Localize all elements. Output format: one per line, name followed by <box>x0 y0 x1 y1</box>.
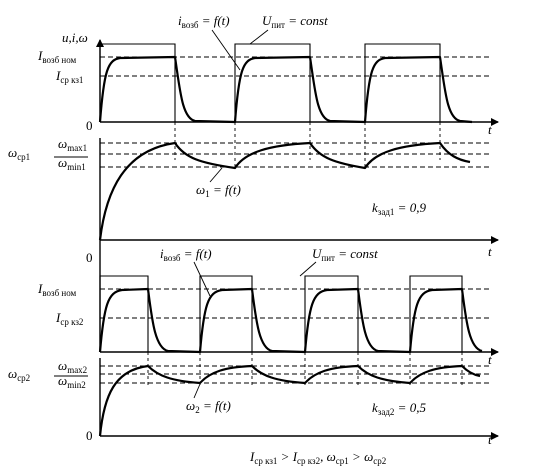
bottom-relation: Iср кз1 > Iср кз2, ωср1 > ωср2 <box>249 449 386 466</box>
panel1-i-nom-label: Iвозб ном <box>37 48 77 65</box>
panel4-t-label: t <box>488 432 492 447</box>
panel2-origin: 0 <box>86 250 93 265</box>
panel1-y-axis-label: u,i,ω <box>62 30 88 45</box>
panel2-t-label: t <box>488 244 492 259</box>
panel1-i-sr-label: Iср кз1 <box>55 68 83 85</box>
panel4-origin: 0 <box>86 428 93 443</box>
panel2-speed: t 0 ωmax1 ωmin1 ωср1 ω1 = f(t) kзад1 = 0… <box>8 122 499 265</box>
panel2-omega-sr-label: ωср1 <box>8 145 30 162</box>
panel4-speed: t 0 ωmax2 ωmin2 ωср2 ω2 = f(t) kзад2 = 0… <box>8 352 499 447</box>
panel3-current-curve <box>98 287 483 354</box>
panel3-i-nom-label: Iвозб ном <box>37 281 77 298</box>
panel3-current: t Iвозб ном Iср кз2 iвозб = f(t) Uпит = … <box>37 240 499 367</box>
panel1-current-curve <box>98 55 473 124</box>
panel1-supply-pulses <box>99 43 441 122</box>
panel3-i-vozb-leader <box>193 261 211 297</box>
panel3-u-pit-label: Uпит = const <box>312 246 378 263</box>
panel4-speed-curve <box>98 364 481 437</box>
panel4-k-label: kзад2 = 0,5 <box>372 400 426 417</box>
panel2-omega-f-leader <box>209 167 223 183</box>
panel4-omega-min-label: ωmin2 <box>58 373 86 390</box>
panel1-origin: 0 <box>86 118 93 133</box>
panel3-t-label: t <box>488 352 492 367</box>
panel4-omega-f-leader <box>193 383 201 399</box>
panel1-u-pit-leader <box>249 29 269 45</box>
panel2-speed-curve <box>98 141 471 241</box>
panel3-supply-pulses <box>99 275 463 352</box>
panel2-k-label: kзад1 = 0,9 <box>372 200 426 217</box>
panel4-omega-f-label: ω2 = f(t) <box>186 398 231 415</box>
panel2-omega-min-label: ωmin1 <box>58 155 86 172</box>
panel1-i-vozb-leader <box>211 29 241 71</box>
panel3-u-pit-leader <box>299 261 317 277</box>
panel1-current: u,i,ω t 0 Iвозб ном Iср кз1 iвозб = f(t)… <box>37 13 499 137</box>
panel1-t-label: t <box>488 122 492 137</box>
panel2-omega-max-label: ωmax1 <box>58 136 87 153</box>
panel4-omega-sr-label: ωср2 <box>8 366 30 383</box>
panel1-i-vozb-label: iвозб = f(t) <box>178 13 230 30</box>
panel3-i-sr-label: Iср кз2 <box>55 310 83 327</box>
panel4-omega-max-label: ωmax2 <box>58 358 87 375</box>
panel1-u-pit-label: Uпит = const <box>262 13 328 30</box>
panel3-i-vozb-label: iвозб = f(t) <box>160 246 212 263</box>
panel2-omega-f-label: ω1 = f(t) <box>196 182 241 199</box>
